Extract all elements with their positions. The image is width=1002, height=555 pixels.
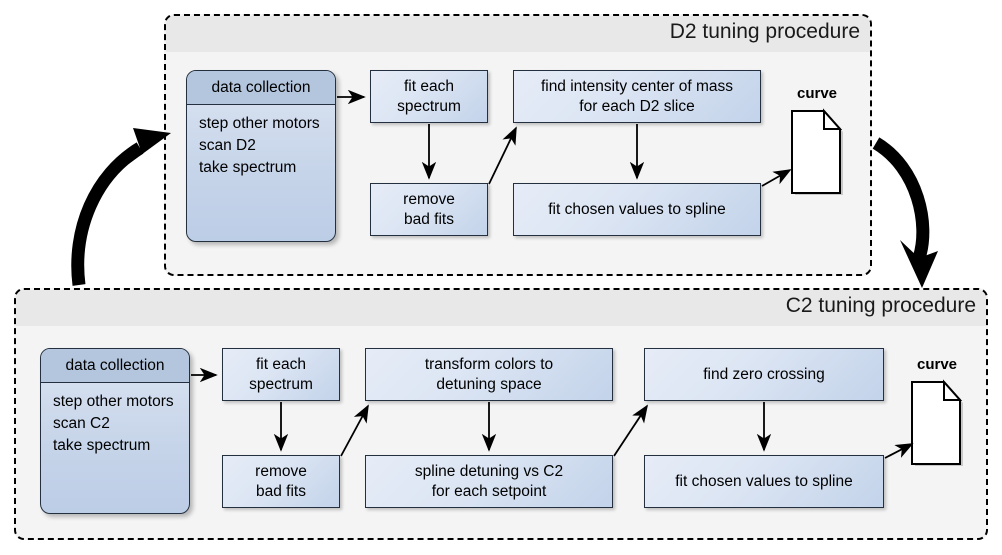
d2-dc-line-2: scan D2 <box>199 137 256 154</box>
c2-fit-line-1: fit each <box>256 355 306 373</box>
c2-dc-line-2: scan C2 <box>53 415 110 432</box>
d2-com-line-2: for each D2 slice <box>579 97 695 115</box>
d2-spline-line-1: fit chosen values to spline <box>548 200 726 218</box>
c2-dc-line-1: step other motors <box>53 393 174 410</box>
d2-remove-line-2: bad fits <box>404 210 454 228</box>
panel-d2-header-band <box>166 16 870 52</box>
c2-step-spline-detuning-vs-c2: spline detuning vs C2 for each setpoint <box>365 455 613 508</box>
c2-step-fit-chosen-values-to-spline: fit chosen values to spline <box>644 455 884 508</box>
d2-step-remove-bad-fits: remove bad fits <box>370 183 488 236</box>
d2-step-fit-chosen-values-to-spline: fit chosen values to spline <box>513 183 761 236</box>
c2-step-fit-each-spectrum: fit each spectrum <box>222 348 340 401</box>
d2-fit-line-2: spectrum <box>397 97 461 115</box>
c2-step-remove-bad-fits: remove bad fits <box>222 455 340 508</box>
arrow-loop-d2-to-c2 <box>872 137 938 288</box>
c2-zero-line-1: find zero crossing <box>703 365 825 383</box>
panel-c2-header-band <box>16 290 986 326</box>
d2-step-fit-each-spectrum: fit each spectrum <box>370 70 488 123</box>
d2-remove-line-1: remove <box>403 190 455 208</box>
d2-data-collection-body: step other motors scan D2 take spectrum <box>187 105 335 179</box>
c2-remove-line-1: remove <box>255 462 307 480</box>
d2-output-curve: curve <box>788 85 846 195</box>
document-icon <box>911 379 963 466</box>
c2-transform-line-1: transform colors to <box>424 355 554 373</box>
d2-fit-line-1: fit each <box>404 77 454 95</box>
c2-splinedet-line-1: spline detuning vs C2 <box>414 462 564 480</box>
d2-data-collection-header: data collection <box>187 71 335 105</box>
c2-step-transform-colors-to-detuning-space: transform colors to detuning space <box>365 348 613 401</box>
c2-splinedet-line-2: for each setpoint <box>431 482 547 500</box>
c2-data-collection-header: data collection <box>41 349 189 383</box>
c2-fit-line-2: spectrum <box>249 375 313 393</box>
d2-data-collection-box: data collection step other motors scan D… <box>186 70 336 242</box>
c2-output-curve: curve <box>908 356 966 466</box>
c2-spline-line-1: fit chosen values to spline <box>675 472 853 490</box>
d2-step-find-intensity-center-of-mass: find intensity center of mass for each D… <box>513 70 761 123</box>
d2-dc-line-1: step other motors <box>199 115 320 132</box>
d2-dc-line-3: take spectrum <box>199 159 297 176</box>
d2-com-line-1: find intensity center of mass <box>540 77 734 95</box>
document-icon <box>791 108 843 195</box>
c2-data-collection-box: data collection step other motors scan C… <box>40 348 190 514</box>
arrow-loop-c2-to-d2 <box>71 128 171 286</box>
c2-step-find-zero-crossing: find zero crossing <box>644 348 884 401</box>
c2-curve-label: curve <box>916 356 958 373</box>
panel-c2-title: C2 tuning procedure <box>785 294 976 317</box>
panel-d2-title: D2 tuning procedure <box>669 20 860 43</box>
d2-curve-label: curve <box>796 85 838 102</box>
c2-transform-line-2: detuning space <box>436 375 542 393</box>
c2-data-collection-body: step other motors scan C2 take spectrum <box>41 383 189 457</box>
c2-remove-line-2: bad fits <box>256 482 306 500</box>
c2-dc-line-3: take spectrum <box>53 437 151 454</box>
